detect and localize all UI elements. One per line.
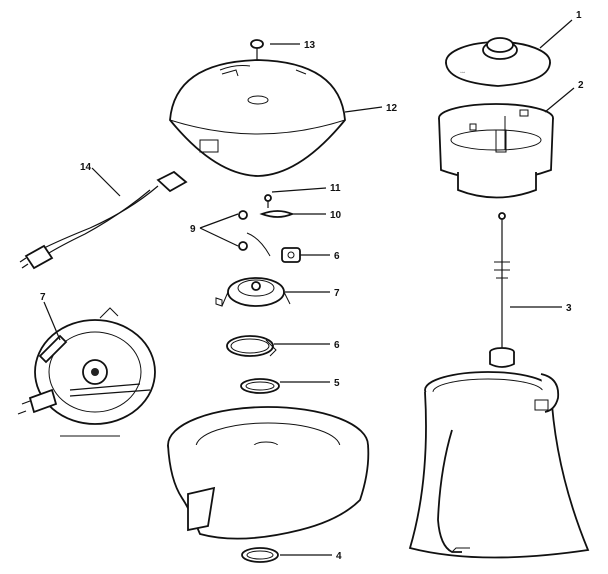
part-dome-cover [169, 59, 346, 177]
svg-text:◦◦◦: ◦◦◦ [460, 70, 466, 76]
part-heater-detail-7 [17, 307, 156, 437]
part-screws-9 [238, 210, 271, 257]
callout-12: 12 [386, 103, 398, 114]
leader-11 [271, 187, 327, 193]
part-pot-body [408, 371, 590, 559]
part-switch-6 [281, 247, 301, 263]
leader-2 [544, 87, 575, 113]
callout-10: 10 [330, 210, 342, 221]
callout-6a: 6 [334, 251, 340, 262]
callout-3: 3 [566, 303, 572, 314]
leader-7b [43, 301, 61, 341]
callout-13: 13 [304, 40, 316, 51]
callout-11: 11 [330, 183, 341, 194]
callout-6b: 6 [334, 340, 340, 351]
callout-7b: 7 [40, 292, 46, 303]
leader-1 [539, 19, 573, 49]
callout-9: 9 [190, 224, 196, 235]
part-ring-4 [241, 547, 279, 563]
part-screw-13 [250, 39, 264, 60]
leader-9a [199, 213, 239, 229]
callout-1: 1 [576, 10, 582, 21]
leader-9b [199, 227, 239, 247]
part-gasket-5 [240, 378, 280, 394]
part-screw-11 [264, 194, 272, 208]
callout-2: 2 [578, 80, 584, 91]
part-lid: ◦◦◦ [445, 37, 551, 87]
part-basket [438, 103, 554, 199]
leader-14 [91, 167, 121, 197]
leader-12 [344, 106, 383, 113]
callout-7a: 7 [334, 288, 340, 299]
part-pump-tube [489, 212, 515, 368]
part-base [167, 406, 370, 540]
leader-lines [43, 19, 575, 556]
part-clip-10 [259, 210, 295, 218]
part-heater-ring-6 [226, 335, 277, 357]
callout-4: 4 [336, 551, 342, 562]
part-power-cord [19, 170, 188, 270]
part-heater-assembly [215, 277, 291, 307]
callout-5: 5 [334, 378, 340, 389]
callout-labels: 13 12 1 2 3 4 5 6 6 7 7 9 10 11 14 [40, 10, 584, 562]
callout-14: 14 [80, 162, 92, 173]
